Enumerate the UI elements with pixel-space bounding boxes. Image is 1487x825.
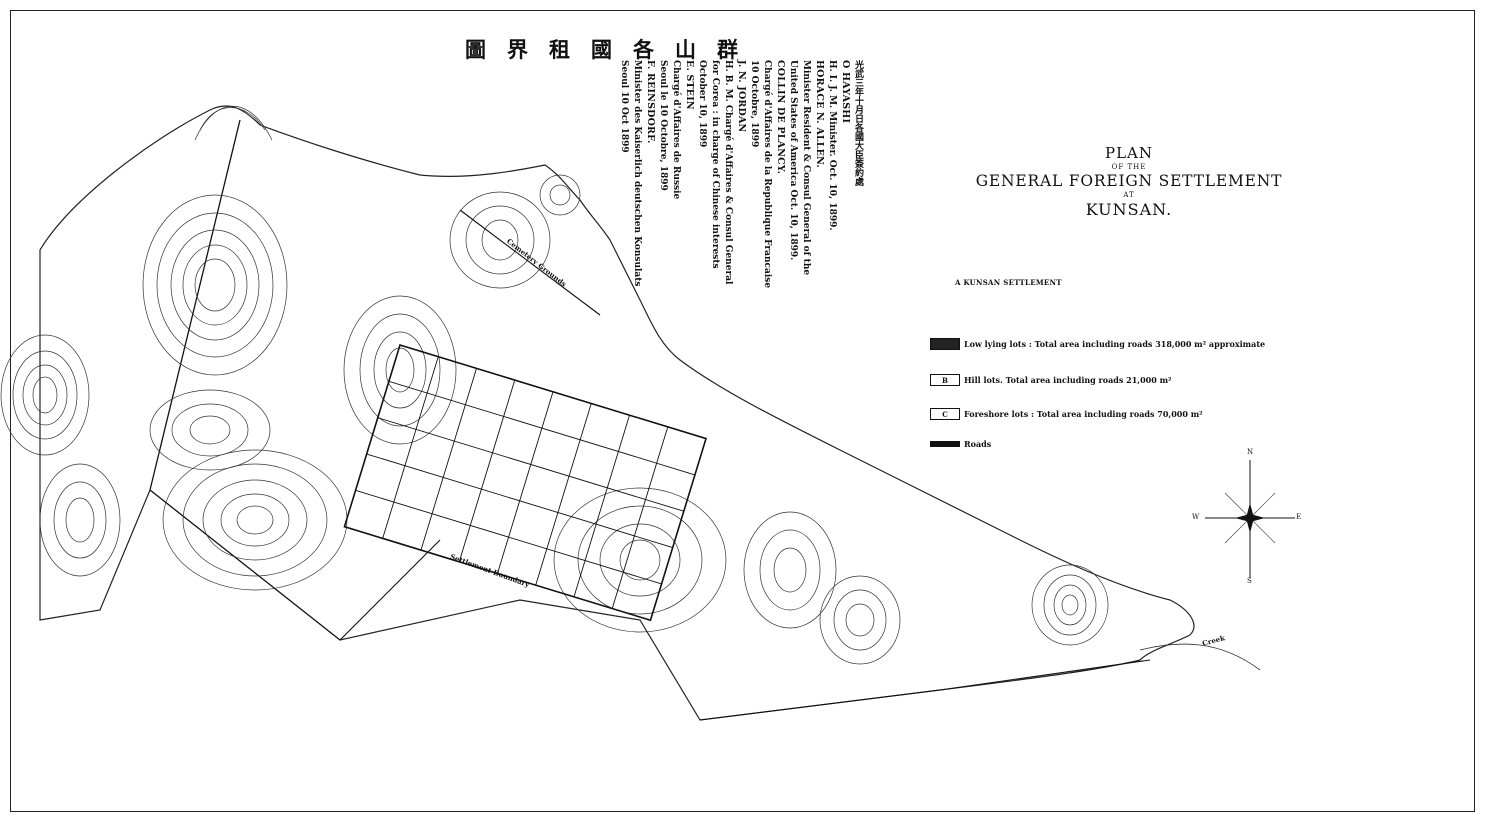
contours-south (553, 487, 901, 665)
signatory-line: COLLIN DE PLANCY. (775, 60, 786, 175)
legend-text: Roads (964, 439, 992, 449)
map-frame (10, 10, 1475, 812)
signatories: 光武三年十月日各國大臣簽約處 O HAYASHI H. I. J. M. Min… (618, 60, 864, 390)
cn-side-note: 光武三年十月日各國大臣簽約處 (853, 60, 863, 186)
signatory-line: October 10, 1899 (697, 60, 707, 148)
signatory-line: Chargé d'Affaires de Russie (671, 60, 681, 200)
settlement-grid (343, 344, 708, 622)
compass-s-label: S (1247, 577, 1252, 585)
signatory-line: F. REINSDORF. (645, 60, 656, 144)
signatory-line: for Corea : in charge of Chinese interes… (710, 60, 720, 269)
contours-north-peak (194, 105, 273, 141)
signatory-line: 10 Octobre, 1899 (749, 60, 759, 148)
scale-caption: A KUNSAN SETTLEMENT (955, 278, 1062, 287)
boundary-line-west (149, 119, 241, 491)
legend-row-foreshore: C Foreshore lots : Total area including … (930, 408, 1203, 420)
compass-rose-icon: N S E W (1192, 448, 1302, 588)
cemetery-strip (459, 209, 601, 316)
legend-row-hill: B Hill lots. Total area including roads … (930, 374, 1172, 386)
signatory-line: Minister Resident & Consul General of th… (801, 60, 811, 276)
signatory-line: J. N. JORDAN (736, 60, 747, 133)
chinese-title: 圖界租國各山群 (465, 37, 759, 62)
signatory-line: O HAYASHI (840, 60, 851, 124)
legend-row-roads: Roads (930, 439, 991, 449)
signatory-line: Seoul 10 Oct 1899 (619, 60, 629, 153)
signatory-line: H. B. M. Chargé d'Affaires & Consul Gene… (723, 60, 733, 285)
contours-east (1031, 564, 1109, 646)
plan-title-of-the: OF THE (1111, 163, 1147, 171)
plan-title-line: PLAN (1104, 144, 1153, 162)
boundary-line-south (149, 489, 441, 641)
legend-text: Foreshore lots : Total area including ro… (964, 409, 1203, 419)
contours-central (343, 174, 581, 445)
legend-swatch-foreshore: C (930, 408, 960, 420)
legend-swatch-roads (930, 441, 960, 447)
signatory-line: Chargé d'Affaires de la Republique Franc… (762, 60, 772, 289)
signatory-line: United States of America Oct. 10, 1899. (788, 60, 798, 261)
creek (1139, 643, 1261, 671)
legend-swatch-low-lying (930, 338, 960, 350)
legend-row-low-lying: Low lying lots : Total area including ro… (930, 338, 1265, 350)
boundary-line-southeast (699, 659, 1151, 721)
signatory-line: Minister des Kaiserlich deutschen Konsul… (632, 60, 642, 287)
plan-title-at: AT (1123, 191, 1135, 199)
signatory-line: E. STEIN (684, 60, 695, 110)
plan-title-main: GENERAL FOREIGN SETTLEMENT (975, 172, 1283, 190)
legend-text: Low lying lots : Total area including ro… (964, 339, 1266, 349)
legend-text: Hill lots. Total area including roads 21… (964, 375, 1172, 385)
plan-title-place: KUNSAN. (1085, 200, 1173, 219)
signatory-line: H. I. J. M. Minister. Oct. 10, 1899. (827, 60, 837, 231)
compass-e-label: E (1296, 513, 1302, 521)
plan-title-block: PLAN OF THE GENERAL FOREIGN SETTLEMENT A… (946, 144, 1312, 219)
legend-swatch-hill: B (930, 374, 960, 386)
coastline (39, 105, 1195, 721)
signatory-line: Seoul le 10 Octobre, 1899 (658, 60, 668, 191)
signatory-line: HORACE N. ALLEN. (814, 60, 825, 168)
compass-w-label: W (1192, 513, 1200, 521)
compass-n-label: N (1247, 448, 1254, 456)
